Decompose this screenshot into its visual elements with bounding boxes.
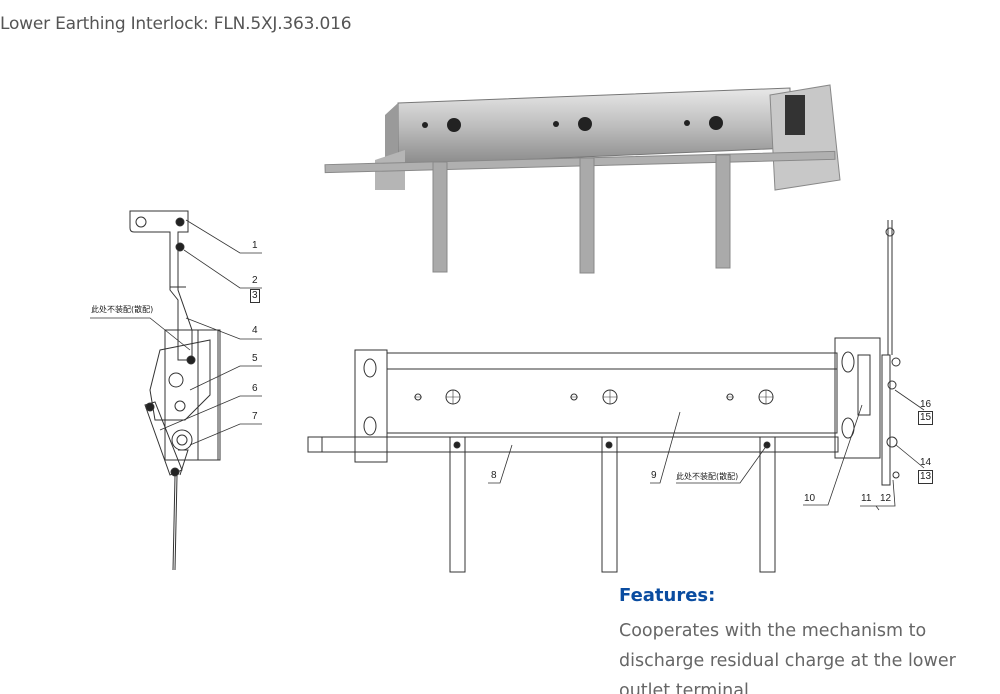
callout-10: 10 bbox=[804, 493, 816, 504]
callout-8: 8 bbox=[491, 470, 497, 481]
callout-5: 5 bbox=[252, 353, 258, 364]
callout-15: 15 bbox=[918, 411, 934, 425]
callout-16: 16 bbox=[920, 399, 932, 410]
right-assembly-note: 此处不装配(散配) bbox=[676, 472, 739, 481]
page-title: Lower Earthing Interlock: FLN.5XJ.363.01… bbox=[0, 14, 352, 34]
left-assembly-note: 此处不装配(散配) bbox=[91, 305, 154, 314]
callout-14: 14 bbox=[920, 457, 932, 468]
callout-12: 12 bbox=[880, 493, 892, 504]
features-heading: Features: bbox=[619, 585, 716, 606]
callout-7: 7 bbox=[252, 411, 258, 422]
callout-11: 11 bbox=[861, 493, 872, 504]
features-text: Cooperates with the mechanism to dischar… bbox=[619, 621, 956, 694]
callout-1: 1 bbox=[252, 240, 258, 251]
callout-13: 13 bbox=[918, 470, 934, 484]
callout-9: 9 bbox=[651, 470, 657, 481]
callout-2: 2 bbox=[252, 275, 258, 286]
callout-3: 3 bbox=[250, 289, 260, 303]
callout-4: 4 bbox=[252, 325, 258, 336]
callout-6: 6 bbox=[252, 383, 258, 394]
